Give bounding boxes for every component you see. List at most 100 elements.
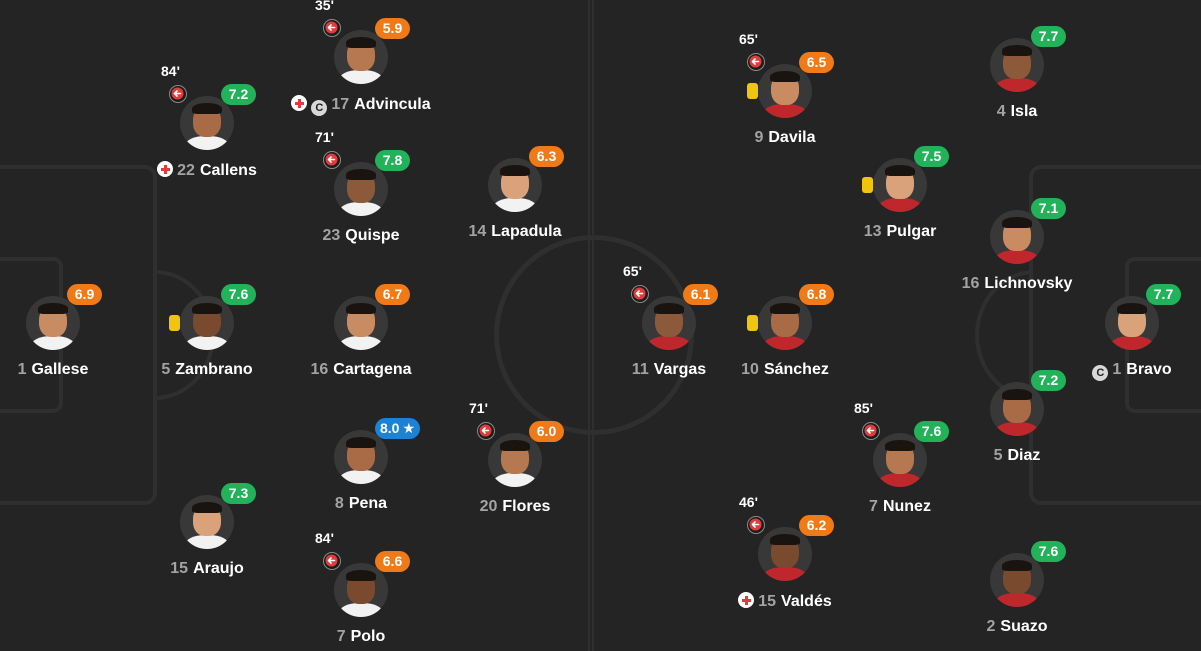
player-rating-value: 6.7 [382, 286, 403, 302]
player-avatar[interactable] [26, 296, 80, 350]
player-shirt [995, 250, 1039, 264]
player-avatar[interactable] [873, 433, 927, 487]
player-number: 11 [631, 361, 649, 378]
medical-cross-icon [291, 95, 308, 111]
player-avatar[interactable] [990, 553, 1044, 607]
player-rating-value: 5.9 [382, 20, 403, 36]
player-rating-value: 6.0 [536, 423, 557, 439]
player-number: 22 [177, 162, 195, 179]
player-number: 1 [17, 361, 27, 378]
player-rating-value: 7.7 [1038, 28, 1059, 44]
player-rating-value: 6.9 [74, 286, 95, 302]
captain-icon: C [1092, 365, 1109, 381]
player-number: 9 [754, 129, 764, 146]
player-number: 5 [161, 361, 171, 378]
player-hair [346, 169, 376, 180]
substitution-off-icon [323, 552, 341, 570]
player-hair [1002, 45, 1032, 56]
player-rating-badge: 6.8 [799, 284, 834, 305]
player-avatar[interactable] [334, 30, 388, 84]
player-rating-badge: 5.9 [375, 18, 410, 39]
player-hair [346, 303, 376, 314]
player-number: 14 [468, 223, 487, 240]
player-rating-value: 7.6 [921, 423, 942, 439]
player-name: Pulgar [886, 223, 937, 240]
player-avatar[interactable] [180, 96, 234, 150]
player-name: Sánchez [763, 361, 829, 378]
substitution-time: 71' [315, 129, 334, 145]
medical-cross-icon [157, 161, 174, 177]
player-rating-value: 6.3 [536, 148, 557, 164]
player-shirt [185, 535, 229, 549]
captain-icon: C [311, 100, 328, 116]
player-shirt [185, 136, 229, 150]
player-number: 16 [310, 361, 329, 378]
player-rating-badge: 7.1 [1031, 198, 1066, 219]
player-avatar[interactable] [1105, 296, 1159, 350]
player-avatar[interactable] [334, 430, 388, 484]
substitution-time: 65' [739, 31, 758, 47]
substitution-off-icon [323, 19, 341, 37]
player-shirt [31, 336, 75, 350]
substitution-time: 85' [854, 400, 873, 416]
player-number: 7 [336, 628, 346, 645]
player-hair [1117, 303, 1147, 314]
player-hair [346, 570, 376, 581]
player-avatar[interactable] [488, 158, 542, 212]
player-hair [38, 303, 68, 314]
player-shirt [339, 202, 383, 216]
player-number: 1 [1112, 361, 1122, 378]
player-shirt [878, 198, 922, 212]
player-rating-badge: 6.2 [799, 515, 834, 536]
player-name: Zambrano [175, 361, 253, 378]
player-name: Polo [350, 628, 386, 645]
player-name: Lapadula [491, 223, 562, 240]
player-shirt [763, 336, 807, 350]
player-rating-value: 7.3 [228, 485, 249, 501]
player-number: 20 [479, 498, 498, 515]
player-avatar[interactable] [334, 296, 388, 350]
player-hair [1002, 389, 1032, 400]
player-hair [346, 437, 376, 448]
player-avatar[interactable] [873, 158, 927, 212]
player-avatar[interactable] [488, 433, 542, 487]
player-hair [500, 440, 530, 451]
player-shirt [763, 567, 807, 581]
player-rating-badge: 6.1 [683, 284, 718, 305]
player-avatar[interactable] [758, 296, 812, 350]
medical-cross-icon [738, 592, 755, 608]
player-avatar[interactable] [180, 296, 234, 350]
player-avatar[interactable] [758, 64, 812, 118]
player-hair [500, 165, 530, 176]
player-avatar[interactable] [990, 38, 1044, 92]
player-rating-value: 7.2 [1038, 372, 1059, 388]
player-avatar[interactable] [758, 527, 812, 581]
player-shirt [647, 336, 691, 350]
player-rating-badge: 7.5 [914, 146, 949, 167]
player-avatar[interactable] [180, 495, 234, 549]
substitution-off-icon [169, 85, 187, 103]
player-avatar[interactable] [990, 382, 1044, 436]
player-hair [1002, 217, 1032, 228]
player-name: Nunez [882, 498, 931, 515]
player-avatar[interactable] [642, 296, 696, 350]
player-name: Gallese [31, 361, 89, 378]
player-avatar[interactable] [334, 162, 388, 216]
player-name: Vargas [653, 361, 707, 378]
player-hair [1002, 560, 1032, 571]
player-avatar[interactable] [334, 563, 388, 617]
player-rating-badge: 6.5 [799, 52, 834, 73]
player-rating-badge: 6.3 [529, 146, 564, 167]
yellow-card-icon [862, 177, 873, 193]
player-rating-badge: 7.8 [375, 150, 410, 171]
player-avatar[interactable] [990, 210, 1044, 264]
player-shirt [185, 336, 229, 350]
